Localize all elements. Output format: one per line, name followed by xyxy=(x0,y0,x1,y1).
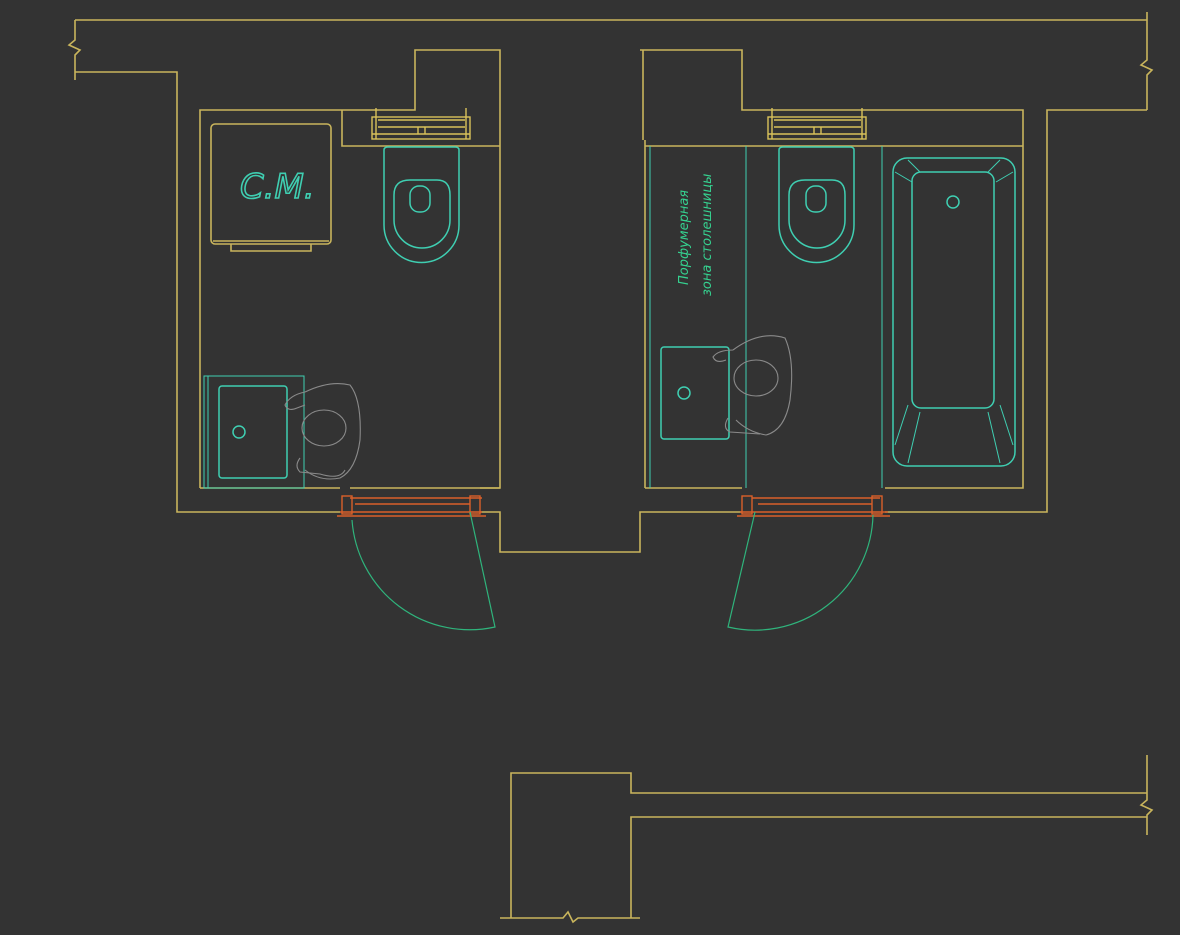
walls xyxy=(67,12,1154,924)
perfume-zone-label-2: зона столешницы xyxy=(700,174,715,296)
door-left[interactable] xyxy=(337,495,496,631)
washing-machine-label: С.М. xyxy=(240,167,315,207)
person-right xyxy=(712,335,793,436)
sink-left xyxy=(203,375,305,489)
toilet-left xyxy=(383,146,460,264)
washing-machine: С.М. xyxy=(210,123,332,252)
toilet-right xyxy=(778,146,855,264)
perfume-zone-label-1: Порфумерная xyxy=(677,190,692,285)
door-right[interactable] xyxy=(727,495,890,631)
towel-warmer-left xyxy=(371,108,471,140)
towel-warmer-right xyxy=(767,108,867,140)
countertop xyxy=(649,146,883,488)
bathtub xyxy=(892,157,1016,467)
person-left xyxy=(284,383,361,480)
